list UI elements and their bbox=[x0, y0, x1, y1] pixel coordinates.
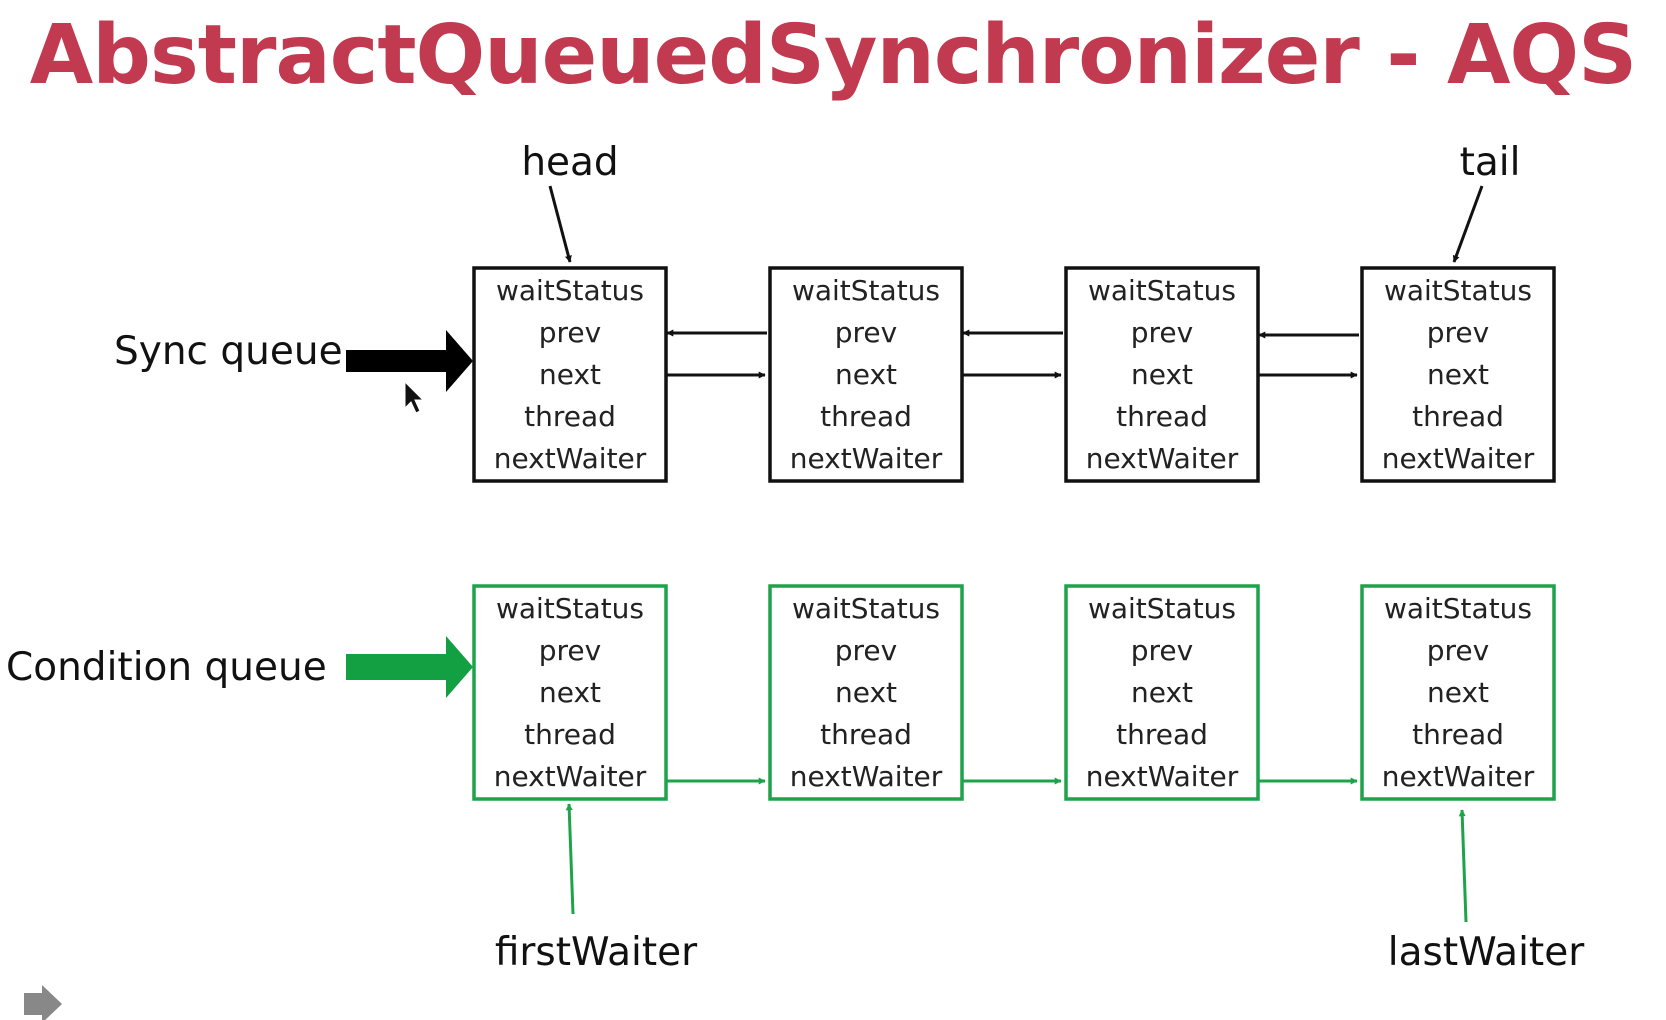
field-thread: thread bbox=[1116, 718, 1208, 751]
head-pointer-arrow bbox=[548, 185, 572, 263]
field-waitstatus: waitStatus bbox=[1088, 274, 1236, 307]
last-waiter-label: lastWaiter bbox=[1388, 930, 1585, 975]
condition-node-2: waitStatus prev next thread nextWaiter bbox=[768, 584, 964, 801]
sync-node-box bbox=[1064, 266, 1260, 483]
sync-queue-links bbox=[665, 329, 1359, 379]
condition-node-3: waitStatus prev next thread nextWaiter bbox=[1064, 584, 1260, 801]
field-prev: prev bbox=[1427, 316, 1489, 349]
field-next: next bbox=[835, 358, 897, 391]
condition-node-1: waitStatus prev next thread nextWaiter bbox=[472, 584, 668, 801]
field-waitstatus: waitStatus bbox=[1384, 592, 1532, 625]
field-prev: prev bbox=[1427, 634, 1489, 667]
sync-queue-label: Sync queue bbox=[114, 329, 343, 374]
field-thread: thread bbox=[820, 400, 912, 433]
sync-node-1: waitStatus prev next thread nextWaiter bbox=[472, 266, 668, 483]
first-waiter-label: firstWaiter bbox=[495, 930, 698, 975]
sync-queue-entry-arrow bbox=[346, 330, 473, 392]
field-waitstatus: waitStatus bbox=[792, 592, 940, 625]
field-nextwaiter: nextWaiter bbox=[1086, 442, 1239, 475]
sync-node-4: waitStatus prev next thread nextWaiter bbox=[1360, 266, 1556, 483]
sync-node-box bbox=[1360, 266, 1556, 483]
field-nextwaiter: nextWaiter bbox=[790, 442, 943, 475]
field-prev: prev bbox=[835, 316, 897, 349]
condition-node-box bbox=[768, 584, 964, 801]
field-next: next bbox=[1427, 358, 1489, 391]
field-prev: prev bbox=[539, 316, 601, 349]
field-thread: thread bbox=[1412, 718, 1504, 751]
sync-node-box bbox=[472, 266, 668, 483]
field-nextwaiter: nextWaiter bbox=[790, 760, 943, 793]
field-thread: thread bbox=[524, 400, 616, 433]
field-nextwaiter: nextWaiter bbox=[494, 442, 647, 475]
field-waitstatus: waitStatus bbox=[1384, 274, 1532, 307]
field-waitstatus: waitStatus bbox=[792, 274, 940, 307]
field-waitstatus: waitStatus bbox=[496, 274, 644, 307]
arrow-right-icon[interactable] bbox=[24, 985, 62, 1020]
sync-queue-nodes: waitStatusprevnextthreadnextWaiterwaitSt… bbox=[472, 266, 1556, 483]
condition-node-box bbox=[1360, 584, 1556, 801]
mouse-pointer-icon bbox=[404, 380, 425, 414]
field-prev: prev bbox=[1131, 634, 1193, 667]
field-nextwaiter: nextWaiter bbox=[1086, 760, 1239, 793]
field-next: next bbox=[539, 358, 601, 391]
field-nextwaiter: nextWaiter bbox=[1382, 760, 1535, 793]
field-thread: thread bbox=[1412, 400, 1504, 433]
field-next: next bbox=[1427, 676, 1489, 709]
condition-queue-entry-arrow bbox=[346, 636, 473, 698]
field-thread: thread bbox=[1116, 400, 1208, 433]
field-next: next bbox=[1131, 358, 1193, 391]
tail-pointer-arrow bbox=[1452, 185, 1484, 263]
page-title: AbstractQueuedSynchronizer - AQS bbox=[30, 8, 1636, 103]
head-label: head bbox=[521, 140, 618, 185]
condition-node-box bbox=[472, 584, 668, 801]
field-waitstatus: waitStatus bbox=[1088, 592, 1236, 625]
field-nextwaiter: nextWaiter bbox=[1382, 442, 1535, 475]
first-waiter-pointer-arrow bbox=[565, 803, 575, 915]
field-next: next bbox=[835, 676, 897, 709]
tail-label: tail bbox=[1460, 140, 1521, 185]
condition-node-4: waitStatus prev next thread nextWaiter bbox=[1360, 584, 1556, 801]
field-prev: prev bbox=[1131, 316, 1193, 349]
field-prev: prev bbox=[539, 634, 601, 667]
sync-node-2: waitStatus prev next thread nextWaiter bbox=[768, 266, 964, 483]
condition-queue-label: Condition queue bbox=[6, 645, 327, 690]
field-next: next bbox=[1131, 676, 1193, 709]
field-prev: prev bbox=[835, 634, 897, 667]
field-thread: thread bbox=[524, 718, 616, 751]
field-next: next bbox=[539, 676, 601, 709]
condition-node-box bbox=[1064, 584, 1260, 801]
field-thread: thread bbox=[820, 718, 912, 751]
field-nextwaiter: nextWaiter bbox=[494, 760, 647, 793]
sync-node-box bbox=[768, 266, 964, 483]
condition-queue-nodes: waitStatusprevnextthreadnextWaiterwaitSt… bbox=[472, 584, 1556, 801]
last-waiter-pointer-arrow bbox=[1458, 809, 1468, 923]
sync-node-3: waitStatus prev next thread nextWaiter bbox=[1064, 266, 1260, 483]
field-waitstatus: waitStatus bbox=[496, 592, 644, 625]
